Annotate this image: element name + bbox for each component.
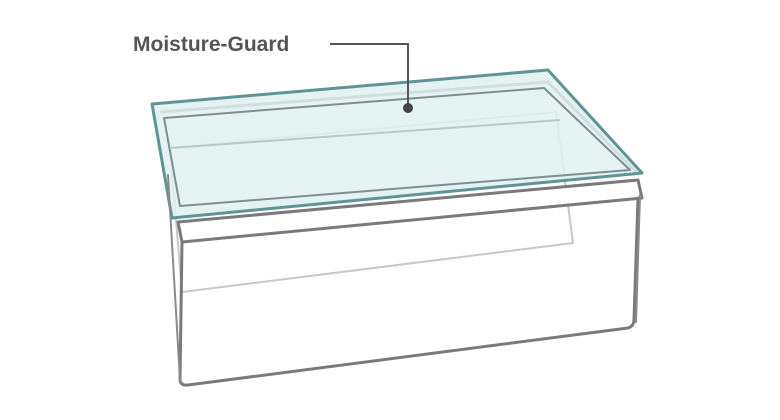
bin-front-rim (176, 178, 644, 244)
moisture-guard-panel (150, 68, 644, 220)
crisper-bin-body (167, 174, 644, 387)
moisture-guard-inner-frame (163, 87, 631, 207)
callout-label: Moisture-Guard (133, 33, 289, 56)
callout-leader-line (330, 43, 409, 108)
moisture-guard-cover (150, 68, 644, 220)
bin-left-side-edge (167, 174, 181, 381)
callout-dot (403, 103, 413, 113)
bin-right-side-edge (635, 194, 641, 323)
moisture-guard-shadow-line (169, 119, 561, 149)
bin-front-face (178, 196, 640, 387)
moisture-guard-callout: Moisture-Guard (133, 33, 413, 113)
